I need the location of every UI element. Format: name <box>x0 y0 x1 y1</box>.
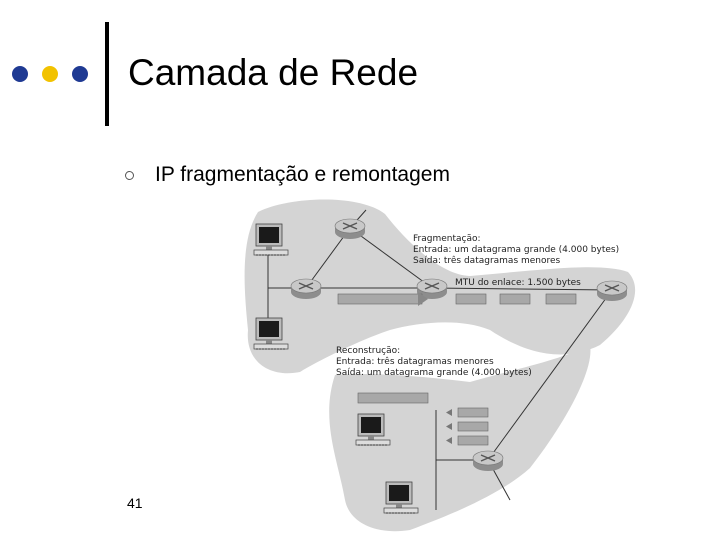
slide-bullet: IP fragmentação e remontagem <box>155 163 450 186</box>
large-datagram <box>337 293 423 305</box>
arrow-icon <box>446 423 452 430</box>
router-icon <box>334 218 366 240</box>
page-number: 41 <box>127 495 143 511</box>
fragment <box>457 435 489 446</box>
decorative-dots <box>12 66 98 82</box>
mtu-label: MTU do enlace: 1.500 bytes <box>455 278 581 288</box>
fragment <box>545 293 577 305</box>
dot-1 <box>12 66 28 82</box>
arrow-icon <box>446 409 452 416</box>
reassembled-datagram <box>357 392 429 404</box>
reasm-input: Entrada: três datagramas menores <box>336 356 494 367</box>
dot-2 <box>42 66 58 82</box>
bullet-icon <box>125 171 134 180</box>
arrow-icon <box>446 437 452 444</box>
fragment <box>457 421 489 432</box>
reasm-output: Saída: um datagrama grande (4.000 bytes) <box>336 368 532 378</box>
reasm-title: Reconstrução: <box>336 346 400 356</box>
fragment <box>457 407 489 418</box>
router-icon <box>472 450 504 472</box>
frag-input: Entrada: um datagrama grande (4.000 byte… <box>413 245 619 255</box>
frag-output: Saída: três datagramas menores <box>413 255 561 266</box>
router-icon <box>290 278 322 300</box>
frag-title: Fragmentação: <box>413 234 481 244</box>
fragment <box>499 293 531 305</box>
slide-title: Camada de Rede <box>128 52 419 93</box>
arrow-icon <box>418 292 428 306</box>
fragment <box>455 293 487 305</box>
title-divider <box>105 22 109 126</box>
router-icon <box>596 280 628 302</box>
dot-3 <box>72 66 88 82</box>
